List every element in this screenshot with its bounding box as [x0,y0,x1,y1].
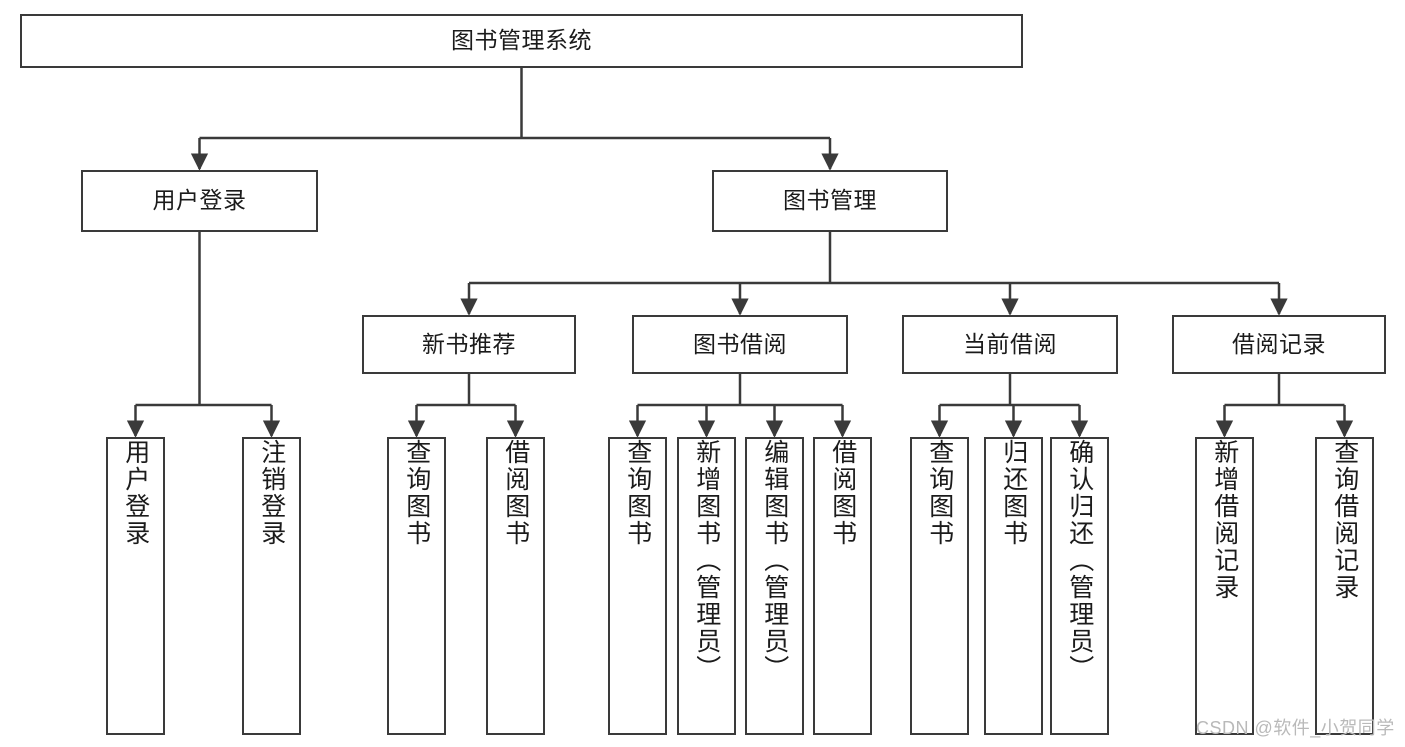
leaf-currentborrow-return-book[interactable]: 归还图书 [984,437,1043,735]
leaf-bookborrow-edit-book-label: 编辑图书（管理员） [760,439,789,682]
leaf-bookborrow-add-book-label: 新增图书（管理员） [692,439,721,682]
leaf-borrowrecord-add-record[interactable]: 新增借阅记录 [1195,437,1254,735]
node-borrow-record[interactable]: 借阅记录 [1172,315,1386,374]
node-borrow-record-label: 借阅记录 [1232,330,1326,357]
leaf-bookborrow-edit-book[interactable]: 编辑图书（管理员） [745,437,804,735]
node-book-manage[interactable]: 图书管理 [712,170,948,232]
node-current-borrow-label: 当前借阅 [963,330,1057,357]
node-book-borrow[interactable]: 图书借阅 [632,315,848,374]
leaf-currentborrow-query-book-label: 查询图书 [925,439,954,547]
leaf-borrowrecord-query-record-label: 查询借阅记录 [1330,439,1359,601]
watermark: CSDN @软件_小贺同学 [1196,718,1395,738]
leaf-bookborrow-borrow-book[interactable]: 借阅图书 [813,437,872,735]
leaf-borrowrecord-add-record-label: 新增借阅记录 [1210,439,1239,601]
leaf-user-login[interactable]: 用户登录 [106,437,165,735]
node-new-book-recommend[interactable]: 新书推荐 [362,315,576,374]
node-book-borrow-label: 图书借阅 [693,330,787,357]
leaf-currentborrow-confirm-return-label: 确认归还（管理员） [1065,439,1094,682]
leaf-currentborrow-query-book[interactable]: 查询图书 [910,437,969,735]
node-user-login[interactable]: 用户登录 [81,170,318,232]
node-book-manage-label: 图书管理 [783,187,877,214]
leaf-user-logout-label: 注销登录 [257,439,286,547]
leaf-newbook-borrow-book-label: 借阅图书 [501,439,530,547]
leaf-bookborrow-borrow-book-label: 借阅图书 [828,439,857,547]
leaf-currentborrow-confirm-return[interactable]: 确认归还（管理员） [1050,437,1109,735]
leaf-bookborrow-query-book-label: 查询图书 [623,439,652,547]
leaf-user-logout[interactable]: 注销登录 [242,437,301,735]
leaf-user-login-label: 用户登录 [121,439,150,547]
node-current-borrow[interactable]: 当前借阅 [902,315,1118,374]
node-root[interactable]: 图书管理系统 [20,14,1023,68]
node-new-book-recommend-label: 新书推荐 [422,330,516,357]
leaf-newbook-query-book-label: 查询图书 [402,439,431,547]
leaf-bookborrow-add-book[interactable]: 新增图书（管理员） [677,437,736,735]
leaf-borrowrecord-query-record[interactable]: 查询借阅记录 [1315,437,1374,735]
leaf-currentborrow-return-book-label: 归还图书 [999,439,1028,547]
leaf-bookborrow-query-book[interactable]: 查询图书 [608,437,667,735]
leaf-newbook-query-book[interactable]: 查询图书 [387,437,446,735]
node-root-label: 图书管理系统 [451,27,592,54]
node-user-login-label: 用户登录 [152,187,247,214]
leaf-newbook-borrow-book[interactable]: 借阅图书 [486,437,545,735]
